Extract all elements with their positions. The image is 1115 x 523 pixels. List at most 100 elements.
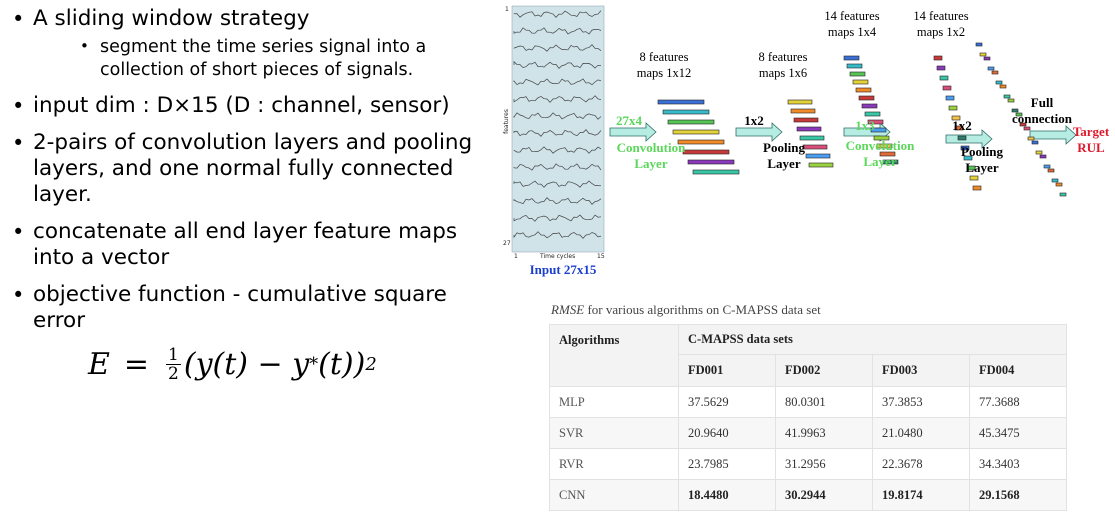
feature-map-4 — [957, 135, 967, 141]
feature-map-3 — [873, 135, 890, 141]
cell-value: 21.0480 — [872, 417, 970, 449]
conv2-kernel: 1x3 — [855, 118, 875, 133]
bullet-input-dim: • input dim : D×15 (D : channel, sensor) — [8, 93, 488, 119]
cell-value: 20.9640 — [678, 417, 776, 449]
bullet-list: • A sliding window strategy • segment th… — [8, 6, 488, 345]
target-label: Target RUL — [1072, 124, 1110, 155]
header-fd004: FD004 — [969, 354, 1067, 387]
formula-star: * — [309, 354, 319, 375]
feature-map-1 — [657, 99, 705, 105]
feature-map-3 — [879, 151, 896, 157]
cell-value: 77.3688 — [969, 386, 1067, 418]
bullet-text: input dim : D×15 (D : channel, sensor) — [33, 93, 450, 118]
feature-map-1 — [692, 169, 740, 175]
bullet-dot-icon: • — [12, 131, 25, 155]
signal-wave — [513, 27, 602, 35]
pool2-kernel: 1x2 — [952, 118, 972, 133]
signal-wave — [513, 129, 602, 137]
signal-wave — [513, 10, 602, 18]
formula-body: (y(t) − y — [183, 347, 310, 382]
caption-rmse: RMSE — [551, 302, 585, 317]
bullet-sliding-window: • A sliding window strategy • segment th… — [8, 6, 488, 82]
caption-text: for various algorithms on C-MAPSS data s… — [584, 302, 821, 317]
cell-value: 22.3678 — [872, 448, 970, 480]
axis-bottom-tick: 27 — [503, 240, 511, 247]
feature-map-4 — [954, 125, 964, 131]
feature-map-3 — [861, 103, 878, 109]
table-row-mlp: MLP 37.5629 80.0301 37.3853 77.3688 — [549, 386, 1067, 418]
fc-unit — [1051, 178, 1059, 183]
axis-x-right: 15 — [597, 253, 605, 260]
bullet-text: A sliding window strategy — [33, 6, 310, 31]
cell-alg: SVR — [549, 417, 679, 449]
pool1-label: Pooling Layer — [763, 140, 805, 171]
cell-value: 19.8174 — [872, 479, 970, 511]
feature-map-4 — [972, 185, 982, 191]
feature-map-3 — [846, 63, 863, 69]
signal-wave — [513, 180, 602, 188]
fc-unit — [991, 70, 999, 75]
bullet-text: concatenate all end layer feature maps i… — [33, 219, 458, 270]
fc-unit — [975, 42, 983, 47]
cell-alg: CNN — [549, 479, 679, 511]
cell-value: 31.2956 — [775, 448, 873, 480]
feature-map-3 — [867, 119, 884, 125]
feature-map-1 — [667, 119, 715, 125]
maps1-title: 8 features maps 1x12 — [636, 50, 692, 80]
diagram-graphics — [511, 5, 1077, 253]
cell-value: 34.3403 — [969, 448, 1067, 480]
axis-x-mid: Time cycles — [540, 253, 576, 260]
header-algorithms: Algorithms — [549, 324, 679, 387]
feature-map-3 — [858, 95, 875, 101]
cell-value: 23.7985 — [678, 448, 776, 480]
feature-maps — [657, 42, 1067, 197]
cell-value: 30.2944 — [775, 479, 873, 511]
feature-map-4 — [969, 175, 979, 181]
objective-formula: E = 1 2 (y(t) − y*(t))2 — [88, 346, 377, 383]
maps3-title: 14 features maps 1x4 — [824, 9, 880, 39]
cnn-architecture-diagram: 1 27 features 1 Time cycles 15 Input 27x… — [498, 0, 1115, 280]
fc-unit — [1019, 122, 1027, 127]
fc-unit — [983, 56, 991, 61]
table-caption: RMSE for various algorithms on C-MAPSS d… — [549, 296, 1069, 324]
feature-map-1 — [677, 139, 725, 145]
bullet-text: objective function - cumulative square e… — [33, 282, 447, 333]
conv1-label: Convolution Layer — [616, 140, 686, 171]
feature-map-1 — [672, 129, 720, 135]
table-row-svr: SVR 20.9640 41.9963 21.0480 45.3475 — [549, 417, 1067, 449]
signal-wave — [513, 60, 602, 69]
bullet-dot-icon: • — [12, 7, 25, 31]
feature-map-3 — [855, 87, 872, 93]
feature-map-4 — [933, 55, 943, 61]
bullet-dot-icon: • — [12, 283, 25, 307]
feature-map-2 — [793, 117, 819, 123]
fc-unit — [1043, 164, 1051, 169]
pool2-label: Pooling Layer — [961, 144, 1003, 175]
fc-unit — [999, 84, 1007, 89]
bullet-dot-icon: • — [12, 220, 25, 244]
formula-numerator: 1 — [166, 345, 181, 365]
feature-map-2 — [802, 144, 828, 150]
arrow-fc — [1029, 125, 1077, 145]
arrow-pool2 — [945, 129, 993, 149]
axis-top-tick: 1 — [505, 6, 509, 13]
feature-map-4 — [966, 165, 976, 171]
cell-value: 45.3475 — [969, 417, 1067, 449]
feature-map-3 — [849, 71, 866, 77]
signal-wave — [513, 78, 602, 86]
fc-unit — [1023, 126, 1031, 131]
conv2-label: Convolution Layer — [845, 138, 915, 169]
cell-value: 80.0301 — [775, 386, 873, 418]
bullet-layers: • 2-pairs of convolution layers and pool… — [8, 130, 488, 208]
bullet-text: 2-pairs of convolution layers and poolin… — [33, 130, 473, 207]
feature-map-1 — [687, 159, 735, 165]
table-subheader-row: FD001 FD002 FD003 FD004 — [550, 354, 1067, 387]
header-datasets-group: C-MAPSS data sets — [678, 324, 1067, 355]
fc-unit — [1027, 136, 1035, 141]
arrow-pool1 — [735, 122, 783, 142]
formula-power: 2 — [365, 354, 377, 375]
axis-x-left: 1 — [514, 253, 518, 260]
feature-map-3 — [876, 143, 893, 149]
fc-unit — [1035, 150, 1043, 155]
feature-map-4 — [951, 115, 961, 121]
